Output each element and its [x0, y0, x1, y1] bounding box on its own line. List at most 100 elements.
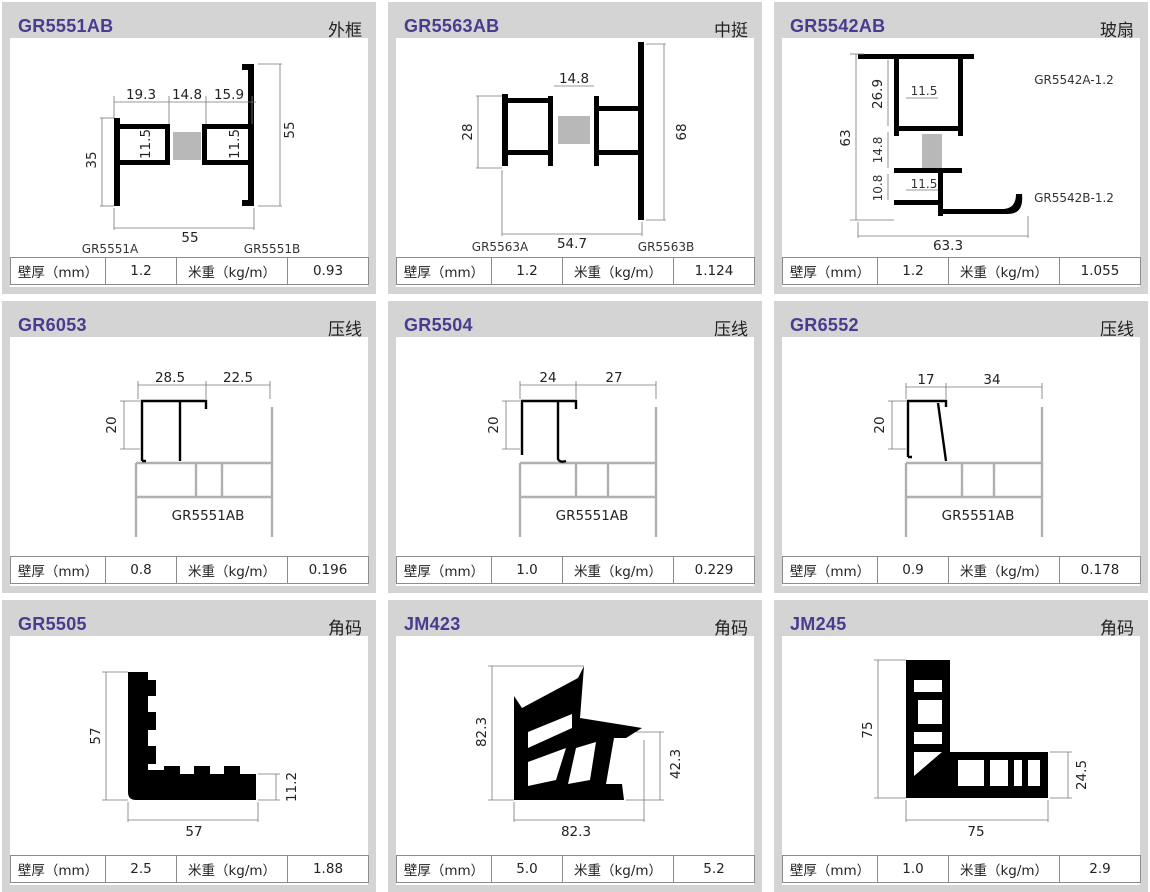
- profile-drawing: 63 26.9 11.5 14.8 10.8 11.5 63.3 GR5542A…: [838, 53, 1114, 254]
- dimension-lines: [476, 43, 666, 236]
- dim-label: 19.3: [126, 87, 156, 103]
- dim-label: 20: [486, 416, 502, 433]
- dim-label: 63.3: [933, 238, 963, 254]
- wall-label: 壁厚（mm）: [10, 257, 106, 285]
- spec-table: 壁厚（mm） 1.0 米重（kg/m） 2.9: [782, 855, 1141, 883]
- weight-value: 1.88: [287, 855, 369, 883]
- dim-label: 11.5: [227, 129, 243, 159]
- product-type: 玻扇: [1100, 21, 1134, 41]
- weight-label: 米重（kg/m）: [176, 855, 288, 883]
- product-card-gr5551ab: GR5551AB 外框 19.3 14.8 15.9 55 35: [2, 2, 376, 294]
- part-label: GR5542A-1.2: [1034, 73, 1114, 87]
- dim-label: 75: [967, 824, 984, 840]
- weight-label: 米重（kg/m）: [176, 556, 288, 584]
- weight-value: 1.124: [673, 257, 755, 285]
- wall-label: 壁厚（mm）: [782, 855, 878, 883]
- dimension-lines: [102, 671, 280, 822]
- profile-drawing: 24 27 20 GR5551AB: [486, 370, 658, 537]
- dim-label: 17: [917, 372, 934, 388]
- dim-label: 14.8: [871, 137, 885, 164]
- dimension-lines: [502, 381, 657, 450]
- profile-shape: [114, 64, 254, 206]
- profile-drawing: 57 11.2 57: [88, 671, 300, 840]
- spec-table: 壁厚（mm） 1.2 米重（kg/m） 1.055: [782, 257, 1141, 285]
- dim-label: 24: [539, 370, 556, 386]
- dimension-lines: [888, 383, 1043, 450]
- profile-shape: [502, 42, 644, 220]
- wall-label: 壁厚（mm）: [396, 556, 492, 584]
- dim-label: 24.5: [1074, 760, 1090, 790]
- profile-drawing: 28.5 22.5 20 GR5551AB: [104, 370, 274, 537]
- card-header: [2, 301, 230, 337]
- dim-label: 54.7: [557, 236, 587, 252]
- weight-value: 0.229: [673, 556, 755, 584]
- part-label: GR5551A: [82, 242, 139, 256]
- dimension-lines: [100, 63, 282, 230]
- weight-value: 2.9: [1059, 855, 1141, 883]
- product-card-gr6552: GR6552 压线 17 34 20 GR5551AB 壁厚（mm） 0.9 米…: [774, 301, 1148, 593]
- wall-value: 1.0: [491, 556, 563, 584]
- product-code: GR5551AB: [18, 16, 114, 36]
- reference-frame: [134, 407, 274, 537]
- weight-value: 0.178: [1059, 556, 1141, 584]
- weight-value: 5.2: [673, 855, 755, 883]
- dim-label: 11.2: [284, 772, 300, 802]
- dim-label: 55: [181, 230, 198, 246]
- card-body: [396, 38, 754, 287]
- card-body: [396, 337, 754, 586]
- product-card-gr6053: GR6053 压线 28.5 22.5 20 GR5551AB 壁厚（mm） 0…: [2, 301, 376, 593]
- profile-shape: [514, 666, 642, 800]
- profile-drawing: 75 24.5 75: [860, 659, 1090, 840]
- wall-label: 壁厚（mm）: [10, 556, 106, 584]
- product-type: 外框: [328, 21, 362, 41]
- dim-label: 57: [185, 824, 202, 840]
- spec-table: 壁厚（mm） 0.8 米重（kg/m） 0.196: [10, 556, 369, 584]
- product-code: GR5542AB: [790, 16, 886, 36]
- dim-label: 55: [282, 121, 298, 138]
- product-type: 角码: [1100, 619, 1134, 639]
- product-code: GR5504: [404, 315, 473, 335]
- dim-label: 68: [674, 123, 690, 140]
- dim-label: 27: [605, 370, 622, 386]
- profile-shape: [906, 660, 1048, 798]
- product-card-gr5563ab: GR5563AB 中挺 14.8 28 68 54.7 GR5563A GR55…: [388, 2, 762, 294]
- dim-label: 11.5: [138, 129, 154, 159]
- dim-label: 35: [84, 151, 100, 168]
- wall-value: 0.8: [105, 556, 177, 584]
- product-code: GR5505: [18, 614, 87, 634]
- dimension-lines: [850, 53, 1029, 238]
- reference-label: GR5551AB: [942, 508, 1015, 524]
- part-label: GR5551B: [244, 242, 300, 256]
- spec-table: 壁厚（mm） 1.2 米重（kg/m） 0.93: [10, 257, 369, 285]
- dim-label: 20: [104, 416, 120, 433]
- card-header: [774, 301, 1002, 337]
- dim-label: 26.9: [870, 79, 886, 109]
- card-body: [10, 38, 368, 287]
- wall-value: 0.9: [877, 556, 949, 584]
- dim-label: 14.8: [172, 87, 202, 103]
- card-body: [10, 337, 368, 586]
- weight-label: 米重（kg/m）: [948, 556, 1060, 584]
- wall-value: 1.2: [105, 257, 177, 285]
- card-header: [2, 2, 230, 38]
- wall-label: 壁厚（mm）: [782, 257, 878, 285]
- profile-shape: [858, 54, 1023, 216]
- dimension-lines: [874, 659, 1072, 822]
- dim-label: 42.3: [668, 749, 684, 779]
- product-code: JM423: [404, 614, 461, 634]
- dim-label: 75: [860, 721, 876, 738]
- spec-table: 壁厚（mm） 1.2 米重（kg/m） 1.124: [396, 257, 755, 285]
- card-header: [774, 2, 1002, 38]
- profile-shape: [140, 399, 208, 463]
- product-code: JM245: [790, 614, 847, 634]
- product-card-jm423: JM423 角码 82.3 42.3 82.3 壁厚（mm） 5.0 米重（kg…: [388, 600, 762, 892]
- product-type: 压线: [328, 320, 362, 340]
- product-type: 中挺: [714, 21, 748, 41]
- part-label: GR5563A: [472, 240, 529, 254]
- spec-table: 壁厚（mm） 5.0 米重（kg/m） 5.2: [396, 855, 755, 883]
- dimension-lines: [488, 665, 664, 822]
- card-header: [388, 600, 616, 636]
- spec-table: 壁厚（mm） 2.5 米重（kg/m） 1.88: [10, 855, 369, 883]
- profile-drawing: 14.8 28 68 54.7 GR5563A GR5563B: [460, 42, 694, 254]
- product-card-gr5504: GR5504 压线 24 27 20 GR5551AB 壁厚（mm） 1.0 米…: [388, 301, 762, 593]
